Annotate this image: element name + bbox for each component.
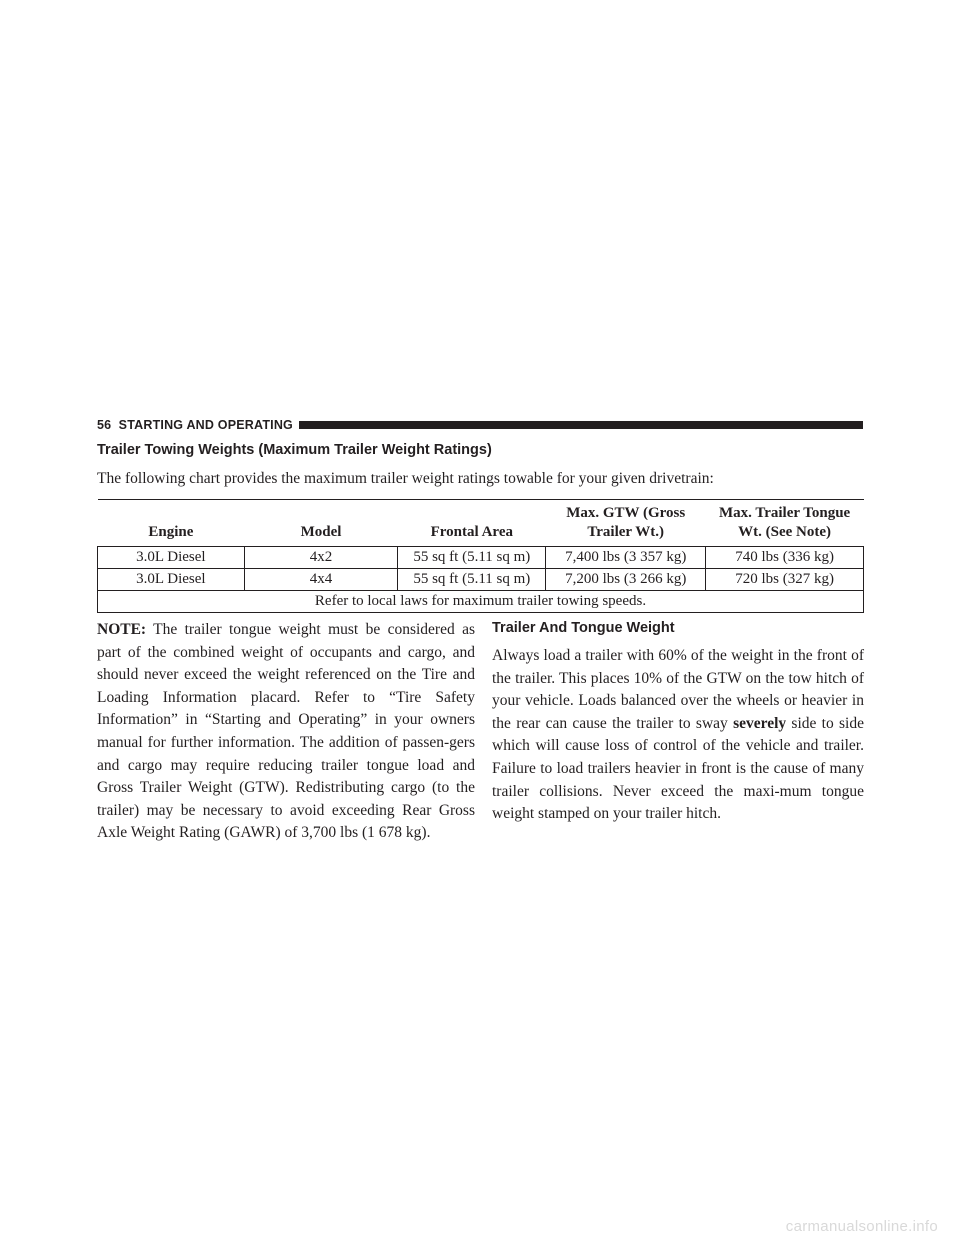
- table-row: 3.0L Diesel 4x2 55 sq ft (5.11 sq m) 7,4…: [97, 546, 864, 569]
- tongue-text-after: side to side which will cause loss of co…: [492, 714, 864, 823]
- column-header: Max. GTW (Gross Trailer Wt.): [545, 499, 706, 547]
- running-header: 56 STARTING AND OPERATING: [97, 418, 863, 432]
- trailer-weights-table: Engine Model Frontal Area Max. GTW (Gros…: [97, 499, 864, 613]
- table-cell: 4x4: [243, 568, 399, 591]
- page-number: 56: [97, 418, 112, 432]
- page-header-text: 56 STARTING AND OPERATING: [97, 418, 293, 432]
- intro-paragraph: The following chart provides the maximum…: [97, 470, 714, 487]
- note-label: NOTE:: [97, 621, 147, 638]
- watermark: carmanualsonline.info: [785, 1218, 938, 1235]
- note-paragraph: NOTE: The trailer tongue weight must be …: [97, 619, 475, 845]
- table-cell: 740 lbs (336 kg): [705, 546, 864, 569]
- tongue-weight-heading: Trailer And Tongue Weight: [492, 620, 675, 636]
- table-cell: 720 lbs (327 kg): [705, 568, 864, 591]
- section-title: Trailer Towing Weights (Maximum Trailer …: [97, 442, 492, 458]
- note-text: The trailer tongue weight must be consid…: [97, 621, 475, 842]
- table-cell: 3.0L Diesel: [97, 546, 245, 569]
- table-cell: 55 sq ft (5.11 sq m): [397, 546, 547, 569]
- column-header: Frontal Area: [397, 499, 546, 547]
- tongue-weight-section: Trailer And Tongue Weight Always load a …: [492, 619, 864, 826]
- table-cell: 55 sq ft (5.11 sq m): [397, 568, 547, 591]
- table-cell: 7,200 lbs (3 266 kg): [545, 568, 707, 591]
- section-name: STARTING AND OPERATING: [118, 418, 293, 432]
- column-header: Engine: [97, 499, 245, 547]
- tongue-weight-paragraph: Always load a trailer with 60% of the we…: [492, 645, 864, 826]
- column-header: Max. Trailer Tongue Wt. (See Note): [705, 499, 864, 547]
- table-cell: 4x2: [243, 546, 399, 569]
- table-footer-row: Refer to local laws for maximum trailer …: [97, 590, 864, 613]
- tongue-text-before: Always load a trailer with 60% of the we…: [492, 647, 864, 732]
- tongue-emphasis: severely: [733, 714, 787, 732]
- table-footer-note: Refer to local laws for maximum trailer …: [97, 590, 864, 613]
- table-header-row: Engine Model Frontal Area Max. GTW (Gros…: [97, 499, 864, 547]
- table-cell: 3.0L Diesel: [97, 568, 245, 591]
- column-header: Model: [244, 499, 398, 547]
- table-cell: 7,400 lbs (3 357 kg): [545, 546, 707, 569]
- table-row: 3.0L Diesel 4x4 55 sq ft (5.11 sq m) 7,2…: [97, 568, 864, 591]
- header-rule: [298, 421, 863, 429]
